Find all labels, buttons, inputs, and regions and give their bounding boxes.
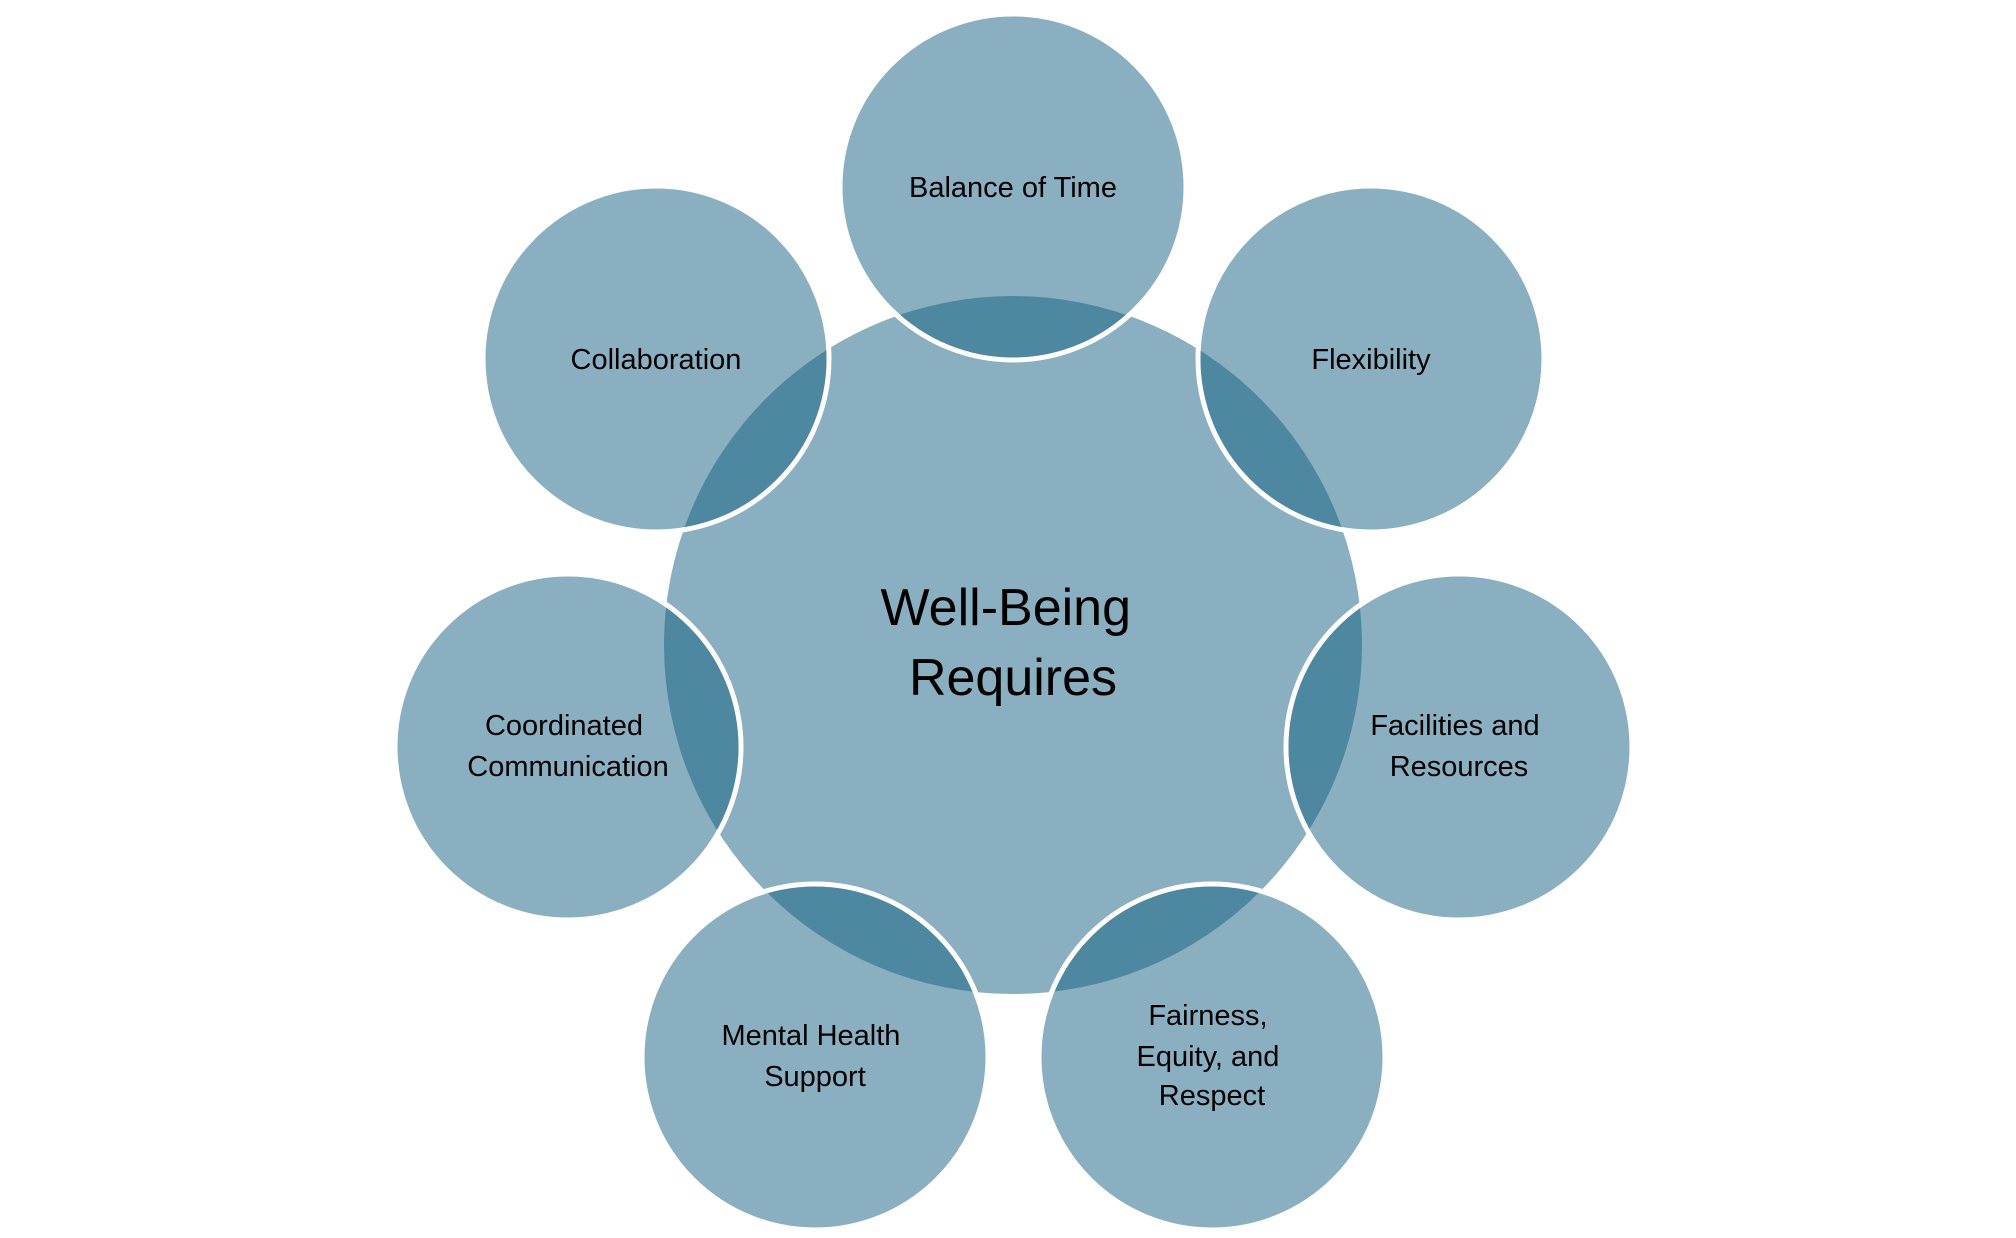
overlap-collaboration <box>664 296 827 530</box>
label-line: Collaboration <box>571 344 742 376</box>
label-line: Balance of Time <box>909 172 1117 204</box>
node-circle-mental-health <box>639 881 991 1233</box>
label-line: Equity, and <box>1136 1041 1279 1073</box>
node-label-collaboration: Collaboration <box>571 344 742 376</box>
node-label-mental-health: Mental Health Support <box>722 1020 909 1093</box>
node-label-flexibility: Flexibility <box>1311 344 1431 376</box>
label-line: Resources <box>1390 751 1529 783</box>
label-line: Coordinated <box>485 710 643 742</box>
node-label-coordinated-communication: Coordinated Communication <box>467 710 668 783</box>
center-circle <box>664 296 1362 994</box>
label-line: Respect <box>1159 1080 1265 1112</box>
node-label-fairness: Fairness, Equity, and Respect <box>1136 1000 1287 1112</box>
node-circle-coordinated-communication <box>392 571 744 923</box>
label-line: Mental Health <box>722 1020 901 1052</box>
center-label-line: Well-Being <box>881 579 1131 637</box>
label-line: Flexibility <box>1311 344 1431 376</box>
node-circle-balance-of-time <box>837 11 1189 363</box>
label-line: Fairness, <box>1148 1000 1267 1032</box>
center-label-line: Requires <box>909 649 1117 707</box>
label-line: Communication <box>467 751 668 783</box>
node-label-balance-of-time: Balance of Time <box>909 172 1117 204</box>
center-label: Well-Being Requires <box>881 579 1146 707</box>
node-label-facilities: Facilities and Resources <box>1370 710 1547 783</box>
label-line: Support <box>764 1061 866 1093</box>
overlap-flexibility <box>1200 296 1362 530</box>
label-line: Facilities and <box>1370 710 1539 742</box>
node-circle-facilities <box>1283 571 1635 923</box>
